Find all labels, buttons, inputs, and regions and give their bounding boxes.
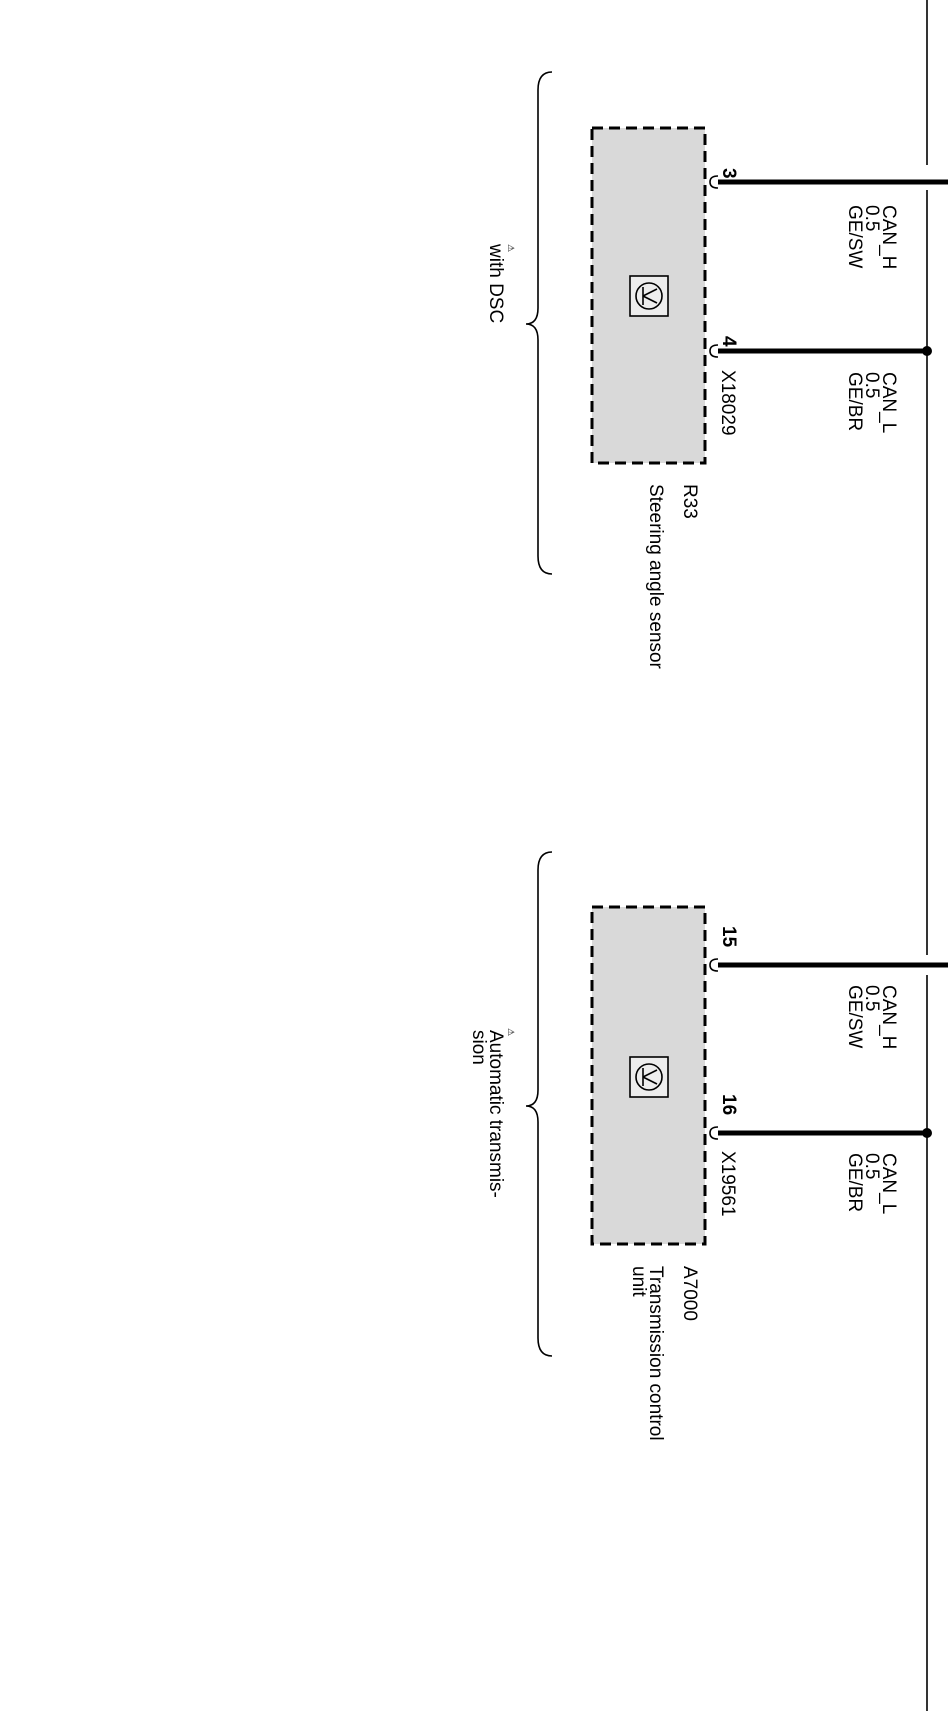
- svg-text:CAN_H: CAN_H: [878, 205, 899, 269]
- svg-text:CAN_H: CAN_H: [878, 985, 899, 1049]
- component-id: A7000: [679, 1266, 700, 1321]
- svg-text:0.5: 0.5: [861, 372, 882, 398]
- splice-dot: [922, 1128, 932, 1138]
- svg-text:CAN_L: CAN_L: [878, 372, 899, 433]
- wire-label-can-l: CAN_L 0.5 GE/BR: [844, 1153, 899, 1214]
- wire-label-can-h: CAN_H 0.5 GE/SW: [844, 985, 899, 1049]
- wire-label-can-h: CAN_H 0.5 GE/SW: [844, 205, 899, 269]
- control-unit-symbol-icon: [629, 1056, 669, 1098]
- component-name: Steering angle sensor: [645, 484, 666, 670]
- svg-text:GE/SW: GE/SW: [844, 985, 865, 1048]
- component-r33: 3 4 CAN_H 0.5 GE/SW CAN_L 0.5 GE/BR X180…: [485, 71, 948, 670]
- svg-text:CAN_L: CAN_L: [878, 1153, 899, 1214]
- condition-brace: [525, 71, 553, 575]
- component-a7000: 15 16 CAN_H 0.5 GE/SW CAN_L 0.5 GE/BR X1…: [468, 851, 948, 1441]
- component-id: R33: [679, 484, 700, 519]
- condition-brace: [525, 851, 553, 1357]
- control-unit-symbol-icon: [629, 275, 669, 317]
- component-name-line-2: unit: [628, 1266, 649, 1297]
- pin-number: 15: [718, 926, 739, 948]
- wire-label-can-l: CAN_L 0.5 GE/BR: [844, 372, 899, 433]
- svg-text:GE/BR: GE/BR: [844, 372, 865, 431]
- connector-id: X18029: [717, 370, 738, 436]
- svg-text:0.5: 0.5: [861, 985, 882, 1011]
- splice-dot: [922, 346, 932, 356]
- condition-label: with DSC: [485, 243, 506, 323]
- svg-text:0.5: 0.5: [861, 1153, 882, 1179]
- r33-wires: [709, 175, 948, 358]
- a7000-wires: [709, 958, 948, 1140]
- component-name-line-1: Transmission control: [645, 1266, 666, 1441]
- condition-mark-icon: ⚠: [506, 244, 516, 252]
- svg-text:GE/SW: GE/SW: [844, 205, 865, 268]
- pin-number: 3: [718, 168, 739, 179]
- svg-text:0.5: 0.5: [861, 205, 882, 231]
- condition-mark-icon: ⚠: [506, 1028, 516, 1036]
- svg-text:GE/BR: GE/BR: [844, 1153, 865, 1212]
- pin-number: 4: [718, 336, 739, 347]
- connector-id: X19561: [717, 1151, 738, 1217]
- condition-label-line-1: Automatic transmis-: [485, 1030, 506, 1198]
- pin-number: 16: [718, 1094, 739, 1115]
- condition-label-line-2: sion: [468, 1030, 489, 1065]
